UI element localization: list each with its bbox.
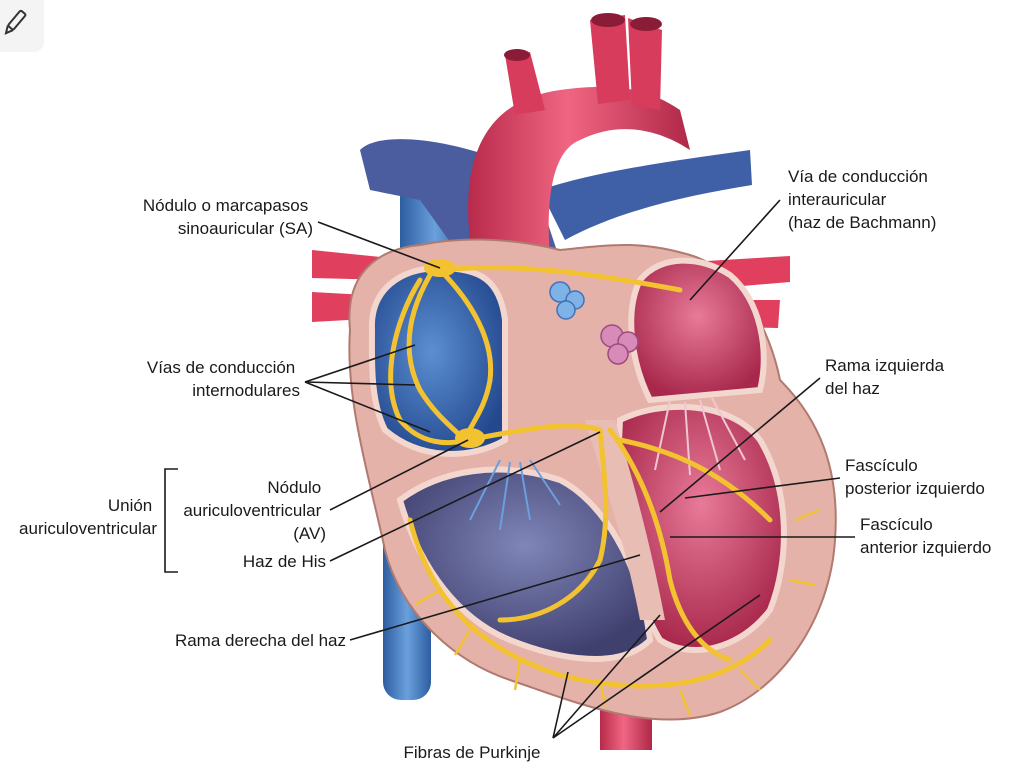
labels: Nódulo o marcapasos sinoauricular (SA) V… (19, 167, 991, 762)
edit-tool-button[interactable] (0, 0, 44, 52)
tricuspid-chordae (469, 459, 561, 531)
label-purkinje: Fibras de Purkinje (403, 743, 540, 762)
conduction-system (388, 265, 773, 689)
internodal-middle (406, 272, 468, 443)
label-left-bundle: Rama izquierda del haz (825, 356, 949, 398)
label-anterior-fascicle: Fascículo anterior izquierdo (860, 515, 991, 557)
leader-lines (164, 199, 855, 739)
left-bundle-path (607, 427, 733, 663)
internodal-anterior (437, 267, 494, 443)
aortic-valve (600, 324, 639, 365)
label-bachmann: Vía de conducción interauricular (haz de… (788, 167, 936, 232)
label-posterior-fascicle: Fascículo posterior izquierdo (845, 456, 985, 498)
aortic-branches (505, 15, 662, 115)
right-bundle-path (497, 427, 609, 623)
label-sa-node: Nódulo o marcapasos sinoauricular (SA) (143, 196, 313, 238)
label-av-node: Nódulo auriculoventricular (AV) (183, 478, 326, 543)
label-right-bundle: Rama derecha del haz (175, 631, 346, 650)
edit-pen-icon (4, 9, 27, 35)
aortic-arch (468, 86, 690, 260)
right-ventricle (396, 466, 654, 662)
his-bundle-path (465, 423, 603, 443)
aortic-branch-opening-1 (504, 49, 530, 61)
av-junction-bracket (164, 468, 178, 573)
aortic-branch-opening-2 (591, 13, 625, 27)
bachmann-bundle (437, 265, 683, 293)
purkinje-fibers-path (407, 517, 773, 689)
aortic-branch-opening-3 (630, 17, 662, 31)
pulmonary-valve (549, 281, 585, 320)
left-posterior-path (617, 437, 773, 523)
label-internodal: Vías de conducción internodulares (147, 358, 300, 400)
label-his-bundle: Haz de His (243, 552, 326, 571)
mitral-chordae (654, 397, 746, 476)
pulmonary-artery-right (540, 150, 752, 240)
internodal-posterior (388, 277, 468, 446)
label-av-junction: Unión auriculoventricular (19, 496, 157, 538)
